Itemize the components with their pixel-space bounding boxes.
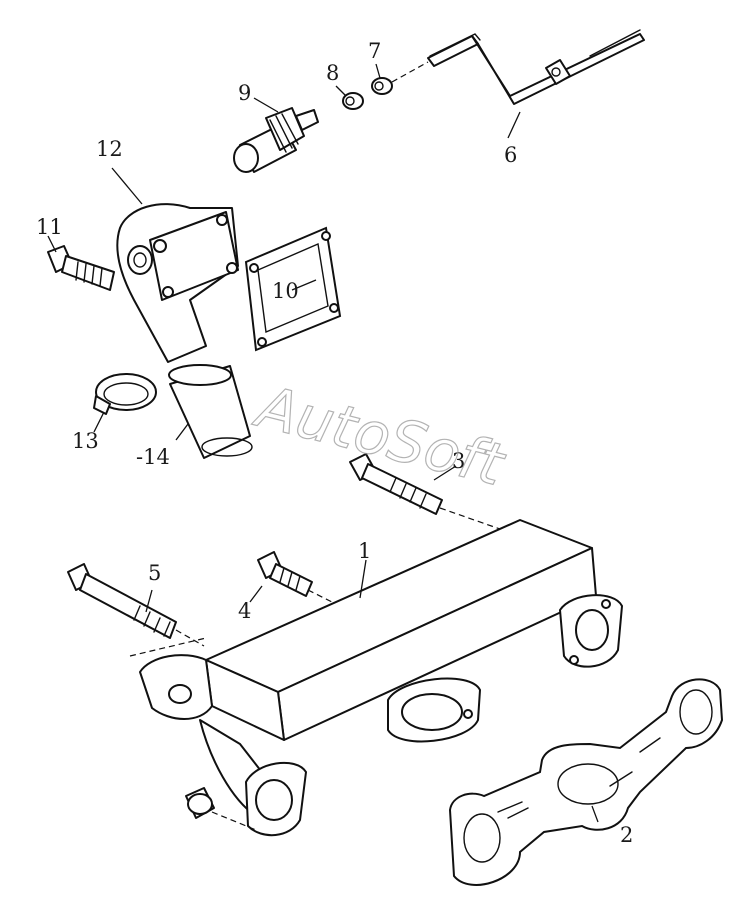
part-5-long-bolt <box>67 563 205 647</box>
part-3-stud-bolt <box>349 453 521 537</box>
callout-12: 12 <box>96 137 123 161</box>
callout-7: 7 <box>368 39 381 63</box>
callout-4: 4 <box>238 599 251 623</box>
callout-14: -14 <box>136 445 170 469</box>
leader-lines <box>47 63 599 823</box>
part-9-sensor <box>233 107 319 173</box>
callout-10: 10 <box>272 279 299 303</box>
callout-3: 3 <box>452 449 465 473</box>
part-1-exhaust-manifold <box>129 519 623 837</box>
callout-labels: 1 2 3 4 5 6 7 8 9 10 11 12 13 -14 <box>36 39 633 847</box>
callout-8: 8 <box>326 61 339 85</box>
part-13-hose-clamp <box>93 373 157 415</box>
callout-1: 1 <box>358 539 371 563</box>
part-2-manifold-gasket <box>448 678 724 886</box>
callout-2: 2 <box>620 823 633 847</box>
callout-9: 9 <box>238 81 251 105</box>
callout-6: 6 <box>504 143 517 167</box>
part-7-bushing <box>371 77 393 95</box>
part-14-hose <box>168 364 253 459</box>
part-4-bolt <box>257 551 337 605</box>
callout-13: 13 <box>72 429 99 453</box>
callout-5: 5 <box>148 561 161 585</box>
callout-11: 11 <box>36 215 63 239</box>
part-12-elbow-outlet <box>116 203 239 363</box>
part-nut <box>185 787 257 831</box>
part-6-pipe <box>427 29 645 105</box>
part-8-bushing <box>342 92 364 110</box>
part-11-bolt <box>47 245 115 291</box>
